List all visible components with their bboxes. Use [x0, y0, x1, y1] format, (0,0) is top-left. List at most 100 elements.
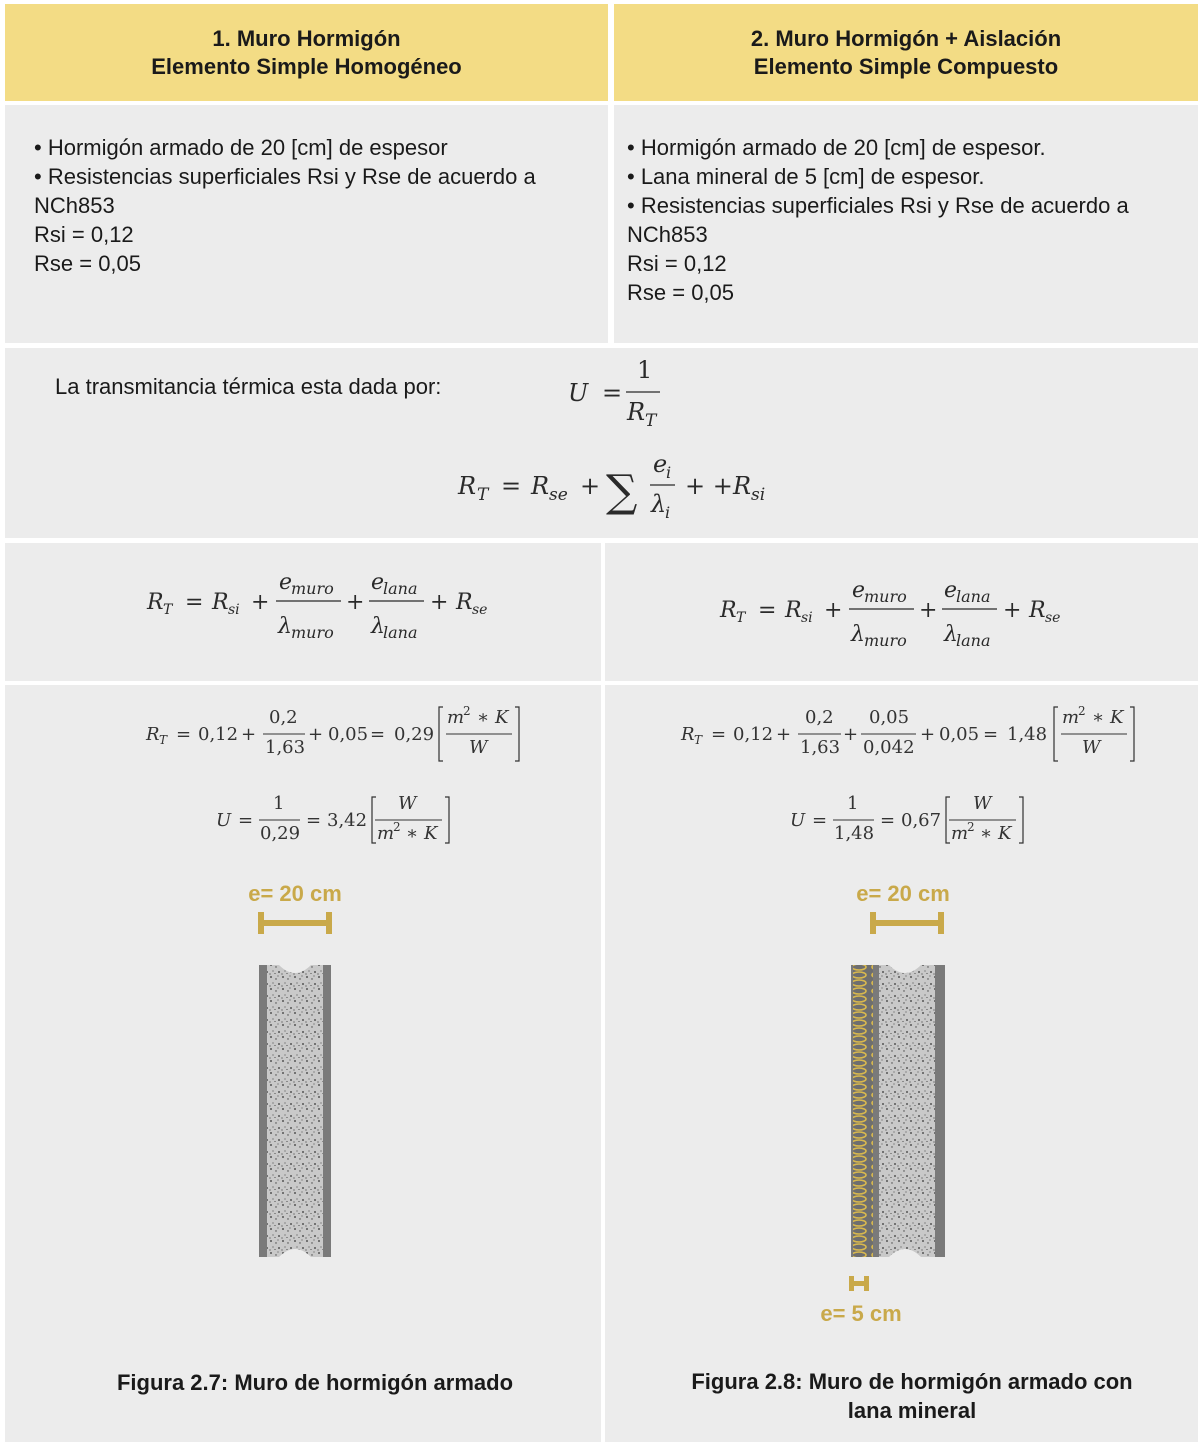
col2-desc-line: • Resistencias superficiales Rsi y Rse d…: [627, 193, 1129, 247]
svg-text:R: R: [626, 398, 645, 426]
col2-insulated-wall-illustration: [851, 965, 945, 1257]
svg-text:i: i: [665, 503, 670, 522]
svg-text:+: +: [776, 724, 791, 745]
svg-text:+: +: [346, 590, 364, 615]
col2-header-title: 2. Muro Hormigón + Aislación: [750, 25, 1062, 51]
svg-text:λ: λ: [370, 614, 385, 639]
col2-desc-line: • Hormigón armado de 20 [cm] de espesor.: [627, 135, 1046, 160]
svg-text:∗ K: ∗ K: [406, 823, 439, 844]
svg-text:lana: lana: [383, 623, 418, 642]
col2-dimension-label: e= 20 cm: [856, 881, 950, 906]
svg-text:+: +: [251, 590, 269, 615]
col1-dimension-marker: [258, 912, 332, 934]
col1-desc-line: Rse = 0,05: [34, 251, 142, 276]
col2-insulation-dimension-marker: [849, 1276, 869, 1291]
svg-text:si: si: [801, 610, 813, 626]
svg-text:lana: lana: [956, 587, 991, 606]
col2-figure-caption: Figura 2.8: Muro de hormigón armado con …: [691, 1369, 1133, 1423]
col1-concrete-wall-illustration: [259, 965, 331, 1257]
svg-text:=: =: [711, 724, 726, 745]
svg-text:+: +: [580, 472, 600, 500]
rt1-rsi: 0,12: [198, 724, 238, 745]
u2-result: 0,67: [901, 810, 941, 831]
svg-text:+ +: + +: [685, 472, 733, 500]
svg-text:R: R: [455, 590, 473, 615]
svg-text:R: R: [530, 472, 549, 500]
svg-text:λ: λ: [850, 622, 865, 647]
svg-text:∗ K: ∗ K: [1092, 707, 1125, 728]
u2-rt: 1,48: [834, 823, 874, 844]
svg-text:R: R: [146, 590, 164, 615]
svg-text:+: +: [843, 724, 858, 745]
col2-dimension-marker: [870, 912, 944, 934]
col2-header-subtitle: Elemento Simple Compuesto: [753, 53, 1059, 79]
rt1-result: 0,29: [394, 724, 434, 745]
svg-text:muro: muro: [291, 579, 334, 598]
svg-text:m: m: [377, 823, 394, 844]
svg-text:+: +: [430, 590, 448, 615]
svg-text:T: T: [645, 411, 658, 431]
svg-text:=: =: [983, 724, 998, 745]
svg-text:∗ K: ∗ K: [477, 707, 510, 728]
svg-text:si: si: [751, 485, 765, 505]
col2-insulation-dimension-label: e= 5 cm: [820, 1301, 902, 1326]
col1-description: • Hormigón armado de 20 [cm] de espesor …: [5, 105, 608, 343]
svg-text:+: +: [919, 598, 937, 623]
svg-text:T: T: [736, 610, 747, 626]
col1-desc-line: • Resistencias superficiales Rsi y Rse d…: [34, 164, 536, 218]
svg-text:T: T: [694, 733, 703, 747]
svg-text:U: U: [216, 810, 232, 831]
svg-text:R: R: [719, 598, 737, 623]
svg-text:+: +: [1003, 598, 1021, 623]
col1-desc-line: Rsi = 0,12: [34, 222, 134, 247]
svg-text:T: T: [477, 485, 490, 505]
svg-text:+: +: [241, 724, 256, 745]
rt1-e-muro: 0,2: [269, 707, 298, 728]
svg-text:e: e: [279, 570, 292, 595]
svg-text:2: 2: [967, 820, 975, 834]
rt2-rsi: 0,12: [733, 724, 773, 745]
svg-text:lana: lana: [956, 631, 991, 650]
rt1-rse: 0,05: [328, 724, 368, 745]
svg-text:m: m: [951, 823, 968, 844]
svg-text:R: R: [1028, 598, 1046, 623]
svg-text:se: se: [549, 485, 568, 505]
col1-header-subtitle: Elemento Simple Homogéneo: [151, 53, 462, 79]
svg-text:R: R: [457, 472, 476, 500]
u1-rt: 0,29: [260, 823, 300, 844]
svg-text:=: =: [370, 724, 385, 745]
svg-text:e: e: [944, 578, 957, 603]
rt2-e-muro: 0,2: [805, 707, 834, 728]
svg-text:e: e: [371, 570, 384, 595]
svg-text:2: 2: [463, 704, 471, 718]
col2-desc-line: • Lana mineral de 5 [cm] de espesor.: [627, 164, 985, 189]
svg-text:U: U: [790, 810, 806, 831]
rt2-result: 1,48: [1007, 724, 1047, 745]
svg-text:=: =: [306, 810, 321, 831]
transmittance-section: La transmitancia térmica esta dada por: …: [5, 348, 1198, 538]
svg-text:=: =: [238, 810, 253, 831]
svg-text:si: si: [228, 602, 240, 618]
svg-text:i: i: [666, 463, 671, 482]
svg-text:m: m: [447, 707, 464, 728]
svg-text:R: R: [680, 724, 695, 745]
rt2-e-lana: 0,05: [869, 707, 909, 728]
svg-text:R: R: [732, 472, 751, 500]
svg-text:=: =: [812, 810, 827, 831]
col2-description: • Hormigón armado de 20 [cm] de espesor.…: [614, 105, 1198, 343]
col1-desc-line: • Hormigón armado de 20 [cm] de espesor: [34, 135, 448, 160]
svg-text:muro: muro: [864, 587, 907, 606]
svg-text:=: =: [501, 472, 521, 500]
col1-header-title: 1. Muro Hormigón: [212, 25, 401, 51]
u2-numerator: 1: [847, 793, 858, 814]
u1-numerator: 1: [273, 793, 284, 814]
rt2-rse: 0,05: [939, 724, 979, 745]
svg-text:muro: muro: [864, 631, 907, 650]
svg-text:T: T: [163, 602, 174, 618]
rt2-lambda-lana: 0,042: [863, 737, 915, 758]
col2-desc-line: Rsi = 0,12: [627, 251, 727, 276]
